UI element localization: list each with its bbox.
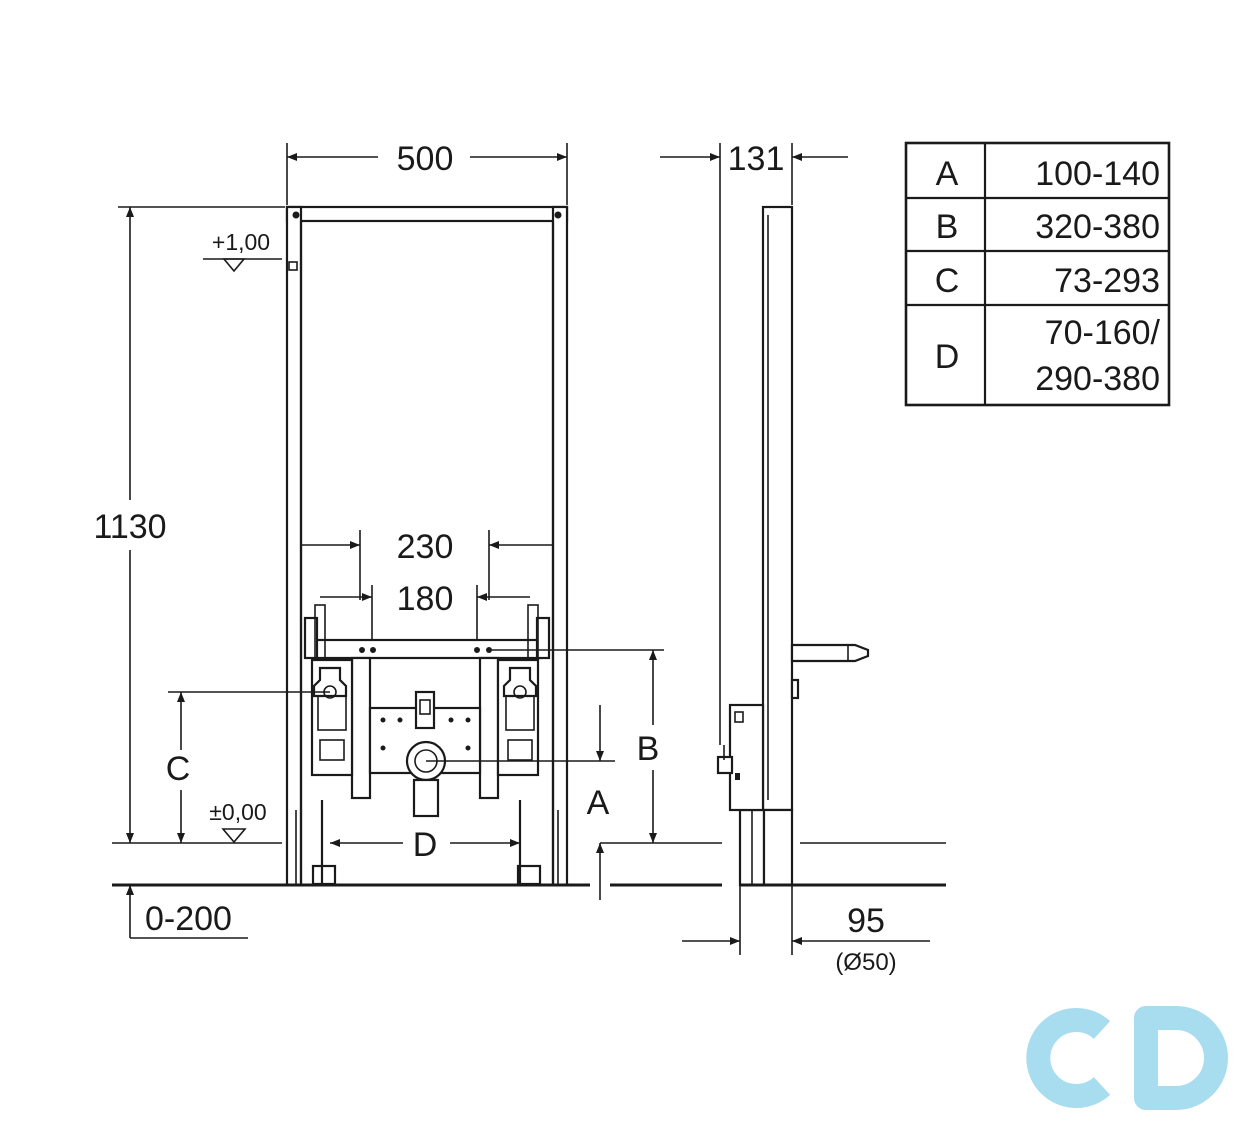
table-key-b: B	[936, 208, 959, 246]
dimension-d: D	[330, 826, 520, 864]
dim-b-label: B	[637, 730, 660, 768]
waste-connection	[368, 690, 482, 818]
dimension-spacing-outer: 230	[301, 528, 553, 600]
waste-diameter-label: (Ø50)	[835, 949, 896, 976]
table-key-d: D	[935, 338, 960, 376]
water-fittings	[312, 666, 538, 699]
dim-a-label: A	[587, 784, 610, 822]
depth-label: 131	[728, 140, 785, 178]
dim-c-label: C	[166, 750, 191, 788]
frame-profile	[716, 205, 870, 887]
watermark-logo	[1026, 1006, 1228, 1110]
height-label: 1130	[93, 508, 166, 546]
table-key-a: A	[936, 155, 959, 193]
table-value-a: 100-140	[1035, 155, 1160, 193]
mounting-crossbar	[303, 604, 551, 666]
level-floor-label: ±0,00	[209, 799, 266, 825]
dimension-a: A	[426, 705, 615, 900]
table-key-c: C	[935, 262, 960, 300]
dimension-b: B	[489, 649, 664, 843]
spacing-outer-label: 230	[397, 528, 454, 566]
spacing-inner-label: 180	[397, 580, 454, 618]
dimension-c: C	[166, 691, 330, 843]
dimension-floor-adjust: 0-200	[126, 885, 248, 939]
width-label: 500	[397, 140, 454, 178]
dimension-spacing-inner: 180	[320, 580, 530, 640]
floor-adjust-label: 0-200	[145, 900, 232, 938]
level-mark-top: +1,00	[203, 229, 282, 273]
side-view: 131 95	[660, 140, 946, 976]
frame-outline	[285, 205, 569, 887]
level-top-label: +1,00	[212, 229, 270, 255]
dimension-table: A 100-140 B 320-380 C 73-293 D 70-160/ 2…	[904, 141, 1171, 407]
waste-offset-label: 95	[847, 902, 885, 940]
dimension-width: 500	[286, 140, 568, 205]
dimension-height: 1130	[93, 206, 285, 843]
dimension-waste-offset: 95 (Ø50)	[682, 885, 930, 976]
front-view: 500 1130 +1,00 ±0,00 230	[93, 140, 722, 939]
level-mark-floor: ±0,00	[209, 799, 267, 844]
table-value-b: 320-380	[1035, 208, 1160, 246]
table-value-d-line2: 290-380	[1035, 360, 1160, 398]
table-value-d-line1: 70-160/	[1045, 314, 1161, 352]
table-value-c: 73-293	[1054, 262, 1160, 300]
dimension-depth: 131	[660, 140, 848, 745]
dim-d-label: D	[413, 826, 438, 864]
